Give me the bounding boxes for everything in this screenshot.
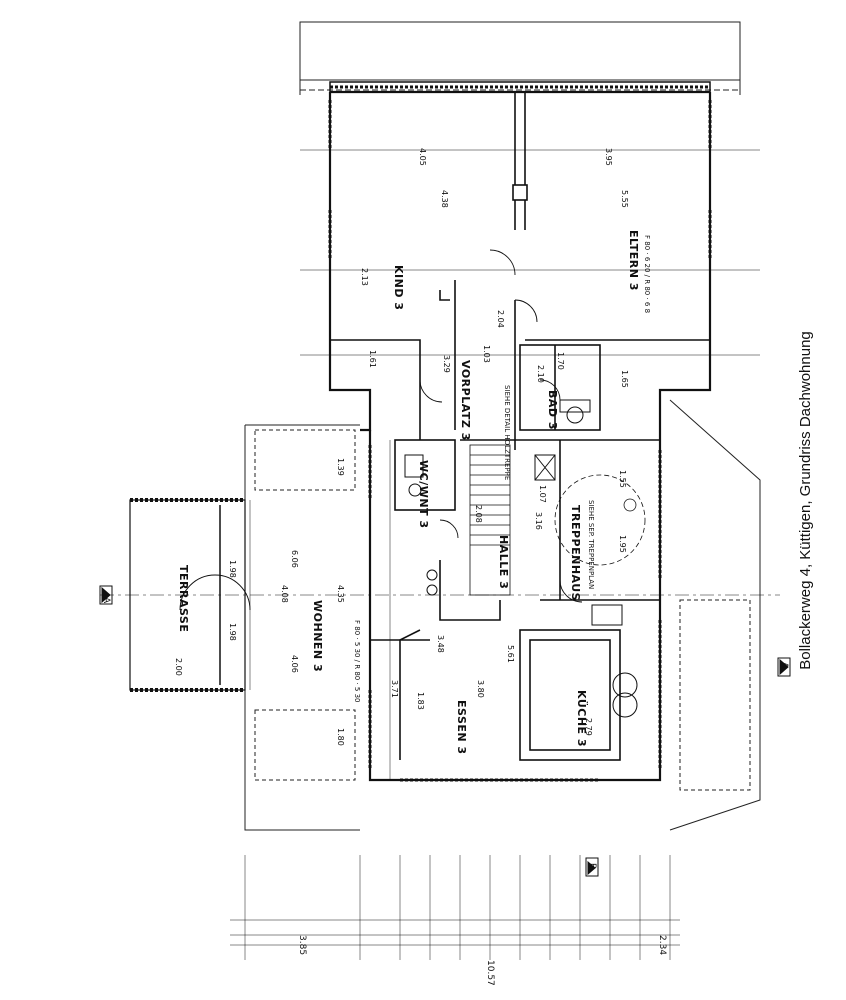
treppenhaus-note: SIEHE SEP. TREPPENPLAN (587, 500, 595, 589)
dim-bottom-right: 2.34 (657, 935, 667, 955)
dim-essen-c: 3.71 (390, 680, 399, 698)
room-label-treppenhaus: TREPPENHAUS (569, 505, 582, 601)
dim-vorplatz-c: 2.04 (496, 310, 505, 328)
dim-terrasse-b: 1.98 (228, 623, 237, 641)
dim-eltern-width: 3.95 (604, 148, 613, 166)
room-label-bad: BAD 3 (546, 390, 559, 430)
room-label-wohnen: WOHNEN 3 (311, 600, 324, 672)
dim-bad-b: 1.70 (556, 352, 565, 370)
dim-kueche-b: 5.61 (506, 645, 515, 663)
dim-kind-depth: 4.38 (440, 190, 449, 208)
dimension-lines (100, 149, 780, 960)
interior-walls (330, 92, 710, 761)
room-label-wc: WC/WNT 3 (417, 460, 430, 529)
section-marker-a-right: A (779, 662, 789, 669)
room-label-kind: KIND 3 (392, 265, 405, 310)
dim-essen-b: 3.48 (436, 635, 445, 653)
section-markers (99, 585, 791, 877)
dim-bad-stub: 1.65 (620, 370, 629, 388)
fixtures (404, 399, 638, 718)
door-swings (179, 249, 583, 611)
dim-bottom-total: 10.57 (485, 960, 495, 986)
dim-wohnen-a: 6.06 (290, 550, 299, 568)
room-label-kueche: KÜCHE 3 (575, 690, 589, 747)
dim-essen-a: 3.80 (476, 680, 485, 698)
caption-text: Bollackerweg 4, Küttigen, Grundriss Dach… (796, 330, 814, 670)
dim-terrace-stub-a: 1.80 (336, 728, 345, 746)
stair (469, 444, 646, 596)
dim-eltern-depth: 5.55 (620, 190, 629, 208)
dim-halle-a: 2.08 (474, 505, 483, 523)
caption: Bollackerweg 4, Küttigen, Grundriss Dach… (790, 0, 820, 1000)
room-label-terrasse: TERRASSE (177, 565, 190, 632)
dim-bottom-left: 3.85 (297, 935, 307, 955)
dim-kueche-a: 2.79 (584, 718, 593, 736)
note-holztreppe: SIEHE DETAIL HOLZTREPPE (503, 385, 511, 480)
dim-wohnen-c: 4.35 (336, 585, 345, 603)
dim-halle-b: 3.16 (534, 512, 543, 530)
dim-terrace-stub-b: 1.39 (336, 458, 345, 476)
dim-vorplatz-a: 3.29 (442, 355, 451, 373)
section-marker-a-left: A (101, 597, 111, 604)
dim-kind-width: 4.05 (418, 148, 427, 166)
dim-kind-side: 2.13 (360, 268, 369, 286)
window-marks (328, 100, 712, 782)
section-marker-b: B (587, 863, 597, 869)
note-kind-window: F 80 · 6 20 / R 80 · 6 8 (643, 235, 651, 313)
roof-outline (244, 21, 761, 831)
dim-wohnen-b: 4.08 (280, 585, 289, 603)
room-label-halle: HALLE 3 (497, 535, 510, 589)
dim-kind-stub: 1.61 (368, 350, 377, 368)
dim-treppenhaus-a: 1.95 (618, 535, 627, 553)
dim-vorplatz-b: 1.03 (482, 345, 491, 363)
dim-wohnen-d: 4.06 (290, 655, 299, 673)
room-label-essen: ESSEN 3 (455, 700, 468, 755)
dim-terrasse-a: 1.98 (228, 560, 237, 578)
dim-treppenhaus-c: 1.07 (538, 485, 547, 503)
note-wohnen-window: F 80 · 5 30 / R 80 · 5 30 (353, 620, 361, 703)
dim-bad-a: 2.10 (536, 365, 545, 383)
dim-essen-d: 1.83 (416, 692, 425, 710)
dim-terrasse-w: 2.00 (174, 658, 183, 676)
room-label-eltern: ELTERN 3 (627, 230, 640, 291)
dim-treppenhaus-b: 1.55 (618, 470, 627, 488)
room-label-vorplatz: VORPLATZ 3 (459, 360, 472, 441)
